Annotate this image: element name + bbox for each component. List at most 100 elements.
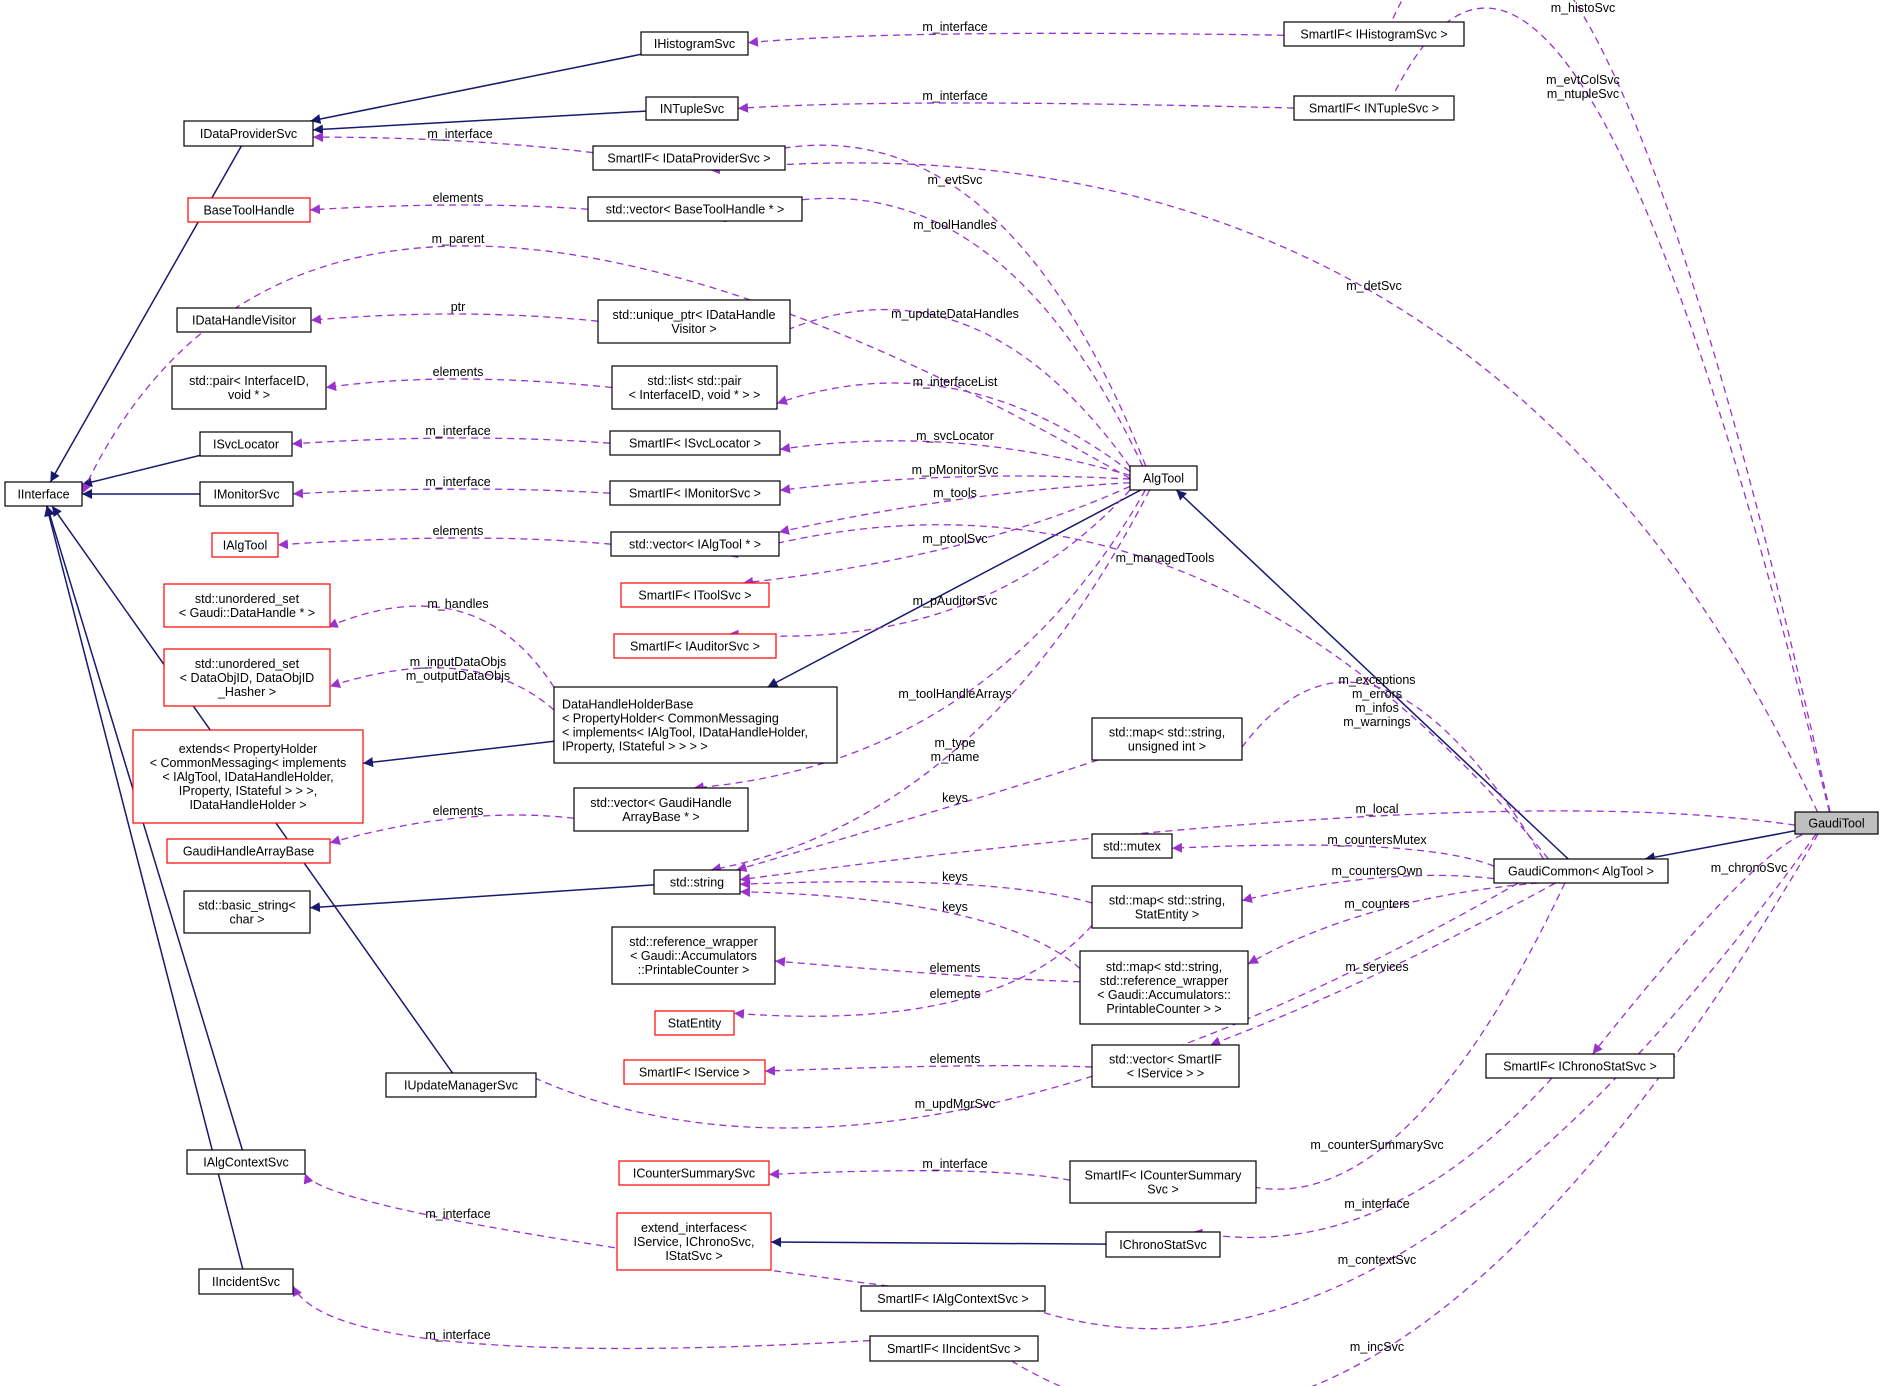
- node-label: SmartIF< IMonitorSvc >: [629, 487, 761, 501]
- node-box: [860, 1285, 1046, 1312]
- node-idatahandlevisitor[interactable]: IDataHandleVisitor: [176, 307, 312, 333]
- node-unordered-set-datahandle[interactable]: std::unordered_set< Gaudi::DataHandle * …: [163, 583, 331, 628]
- edge-label-gaudicommon-algtool-to-map-string-statentity: m_countersOwn: [1331, 864, 1422, 878]
- node-box: [132, 729, 364, 824]
- node-gauditool[interactable]: GaudiTool: [1794, 811, 1879, 835]
- node-basic-string[interactable]: std::basic_string<char >: [183, 890, 311, 934]
- node-iincidentsvc[interactable]: IIncidentSvc: [198, 1268, 294, 1295]
- usage-edge-algtool-to-vector-basetoolhandle: [715, 197, 1144, 467]
- node-label: INTupleSvc: [660, 102, 724, 116]
- node-gaudihandlearraybase[interactable]: GaudiHandleArrayBase: [166, 838, 331, 864]
- edge-label-gaudicommon-algtool-to-vector-ialgtool: m_managedTools: [1116, 551, 1215, 565]
- edge-label-gaudicommon-algtool-to-smartif-icountersummarysvc: m_counterSummarySvc: [1310, 1138, 1443, 1152]
- usage-edge-gauditool-to-smartif-intuplesvc: [1381, 7, 1831, 813]
- node-map-string-statentity[interactable]: std::map< std::string,StatEntity >: [1091, 885, 1243, 929]
- node-box: [654, 1010, 735, 1036]
- node-idataprovidersvc[interactable]: IDataProviderSvc: [183, 120, 314, 147]
- node-box: [199, 481, 294, 507]
- node-algtool[interactable]: AlgTool: [1129, 465, 1198, 491]
- inheritance-edge-std-string-to-basic-string: [309, 884, 655, 913]
- edge-label-datahandleholderbase-to-unordered-set-datahandle: m_handles: [427, 597, 488, 611]
- node-box: [553, 686, 838, 764]
- node-label: GaudiCommon< AlgTool >: [1508, 865, 1654, 879]
- node-smartif-ichronostatsvc[interactable]: SmartIF< IChronoStatSvc >: [1485, 1053, 1675, 1079]
- node-imonitorsvc[interactable]: IMonitorSvc: [199, 481, 294, 507]
- edge-label-smartif-imonitorsvc-to-imonitorsvc: m_interface: [425, 475, 490, 489]
- node-gaudicommon-algtool[interactable]: GaudiCommon< AlgTool >: [1493, 858, 1669, 884]
- node-label: SmartIF< INTupleSvc >: [1309, 102, 1439, 116]
- node-smartif-intuplesvc[interactable]: SmartIF< INTupleSvc >: [1293, 95, 1455, 121]
- node-unordered-set-dataobjid[interactable]: std::unordered_set< DataObjID, DataObjID…: [163, 648, 331, 707]
- node-ichronostatsvc[interactable]: IChronoStatSvc: [1105, 1231, 1221, 1258]
- node-vector-basetoolhandle[interactable]: std::vector< BaseToolHandle * >: [587, 196, 803, 222]
- node-ihistogramsvc[interactable]: IHistogramSvc: [640, 31, 749, 56]
- node-box: [1091, 717, 1243, 761]
- node-smartif-ialgcontextsvc[interactable]: SmartIF< IAlgContextSvc >: [860, 1285, 1046, 1312]
- edge-labels-layer: m_interfacem_interfacem_interfaceelement…: [406, 1, 1787, 1354]
- usage-edge-gauditool-to-smartif-iincidentsvc: [974, 833, 1819, 1386]
- node-intuplesvc[interactable]: INTupleSvc: [645, 96, 739, 121]
- node-iupdatemanagersvc[interactable]: IUpdateManagerSvc: [385, 1072, 537, 1098]
- node-std-string[interactable]: std::string: [653, 869, 741, 895]
- usage-edge-algtool-to-iinterface: [81, 245, 1131, 494]
- node-smartif-iauditorsvc[interactable]: SmartIF< IAuditorSvc >: [613, 633, 777, 659]
- usage-edge-smartif-icountersummarysvc-to-icountersummarysvc: [768, 1169, 1071, 1181]
- node-std-mutex[interactable]: std::mutex: [1091, 833, 1173, 859]
- node-statentity[interactable]: StatEntity: [654, 1010, 735, 1036]
- node-map-string-uint[interactable]: std::map< std::string,unsigned int >: [1091, 717, 1243, 761]
- node-label: extend_interfaces<IService, IChronoSvc,I…: [634, 1221, 755, 1263]
- node-smartif-imonitorsvc[interactable]: SmartIF< IMonitorSvc >: [609, 480, 781, 506]
- node-box: [211, 532, 279, 558]
- inheritance-edge-intuplesvc-to-idataprovidersvc: [312, 110, 647, 135]
- node-label: std::map< std::string,std::reference_wra…: [1097, 960, 1231, 1016]
- node-map-string-refwrapper[interactable]: std::map< std::string,std::reference_wra…: [1079, 950, 1249, 1025]
- node-vector-ialgtool[interactable]: std::vector< IAlgTool * >: [610, 531, 780, 557]
- node-extend-interfaces[interactable]: extend_interfaces<IService, IChronoSvc,I…: [616, 1212, 772, 1271]
- node-box: [1091, 885, 1243, 929]
- edge-label-smartif-ihistogramsvc-to-ihistogramsvc: m_interface: [922, 20, 987, 34]
- node-icountersummarysvc[interactable]: ICounterSummarySvc: [618, 1160, 770, 1186]
- usage-edge-map-string-statentity-to-statentity: [733, 924, 1093, 1020]
- node-iinterface[interactable]: IInterface: [4, 481, 83, 507]
- usage-edge-algtool-to-vector-gaudihandlearraybase: [693, 489, 1146, 793]
- node-box: [199, 431, 293, 457]
- node-extends-propertyholder[interactable]: extends< PropertyHolder< CommonMessaging…: [132, 729, 364, 824]
- node-smartif-ihistogramsvc[interactable]: SmartIF< IHistogramSvc >: [1283, 21, 1465, 47]
- node-smartif-iincidentsvc[interactable]: SmartIF< IIncidentSvc >: [869, 1335, 1039, 1362]
- node-label: std::unordered_set< DataObjID, DataObjID…: [180, 657, 314, 699]
- usage-edge-datahandleholderbase-to-unordered-set-dataobjid: [329, 667, 555, 711]
- node-ialgcontextsvc[interactable]: IAlgContextSvc: [186, 1149, 306, 1175]
- node-isvclocator[interactable]: ISvcLocator: [199, 431, 293, 457]
- node-datahandleholderbase[interactable]: DataHandleHolderBase< PropertyHolder< Co…: [553, 686, 838, 764]
- node-smartif-iservice[interactable]: SmartIF< IService >: [623, 1059, 766, 1085]
- node-label: std::string: [670, 876, 724, 890]
- node-label: SmartIF< IService >: [639, 1066, 750, 1080]
- node-vector-smartif-iservice[interactable]: std::vector< SmartIF< IService > >: [1091, 1044, 1240, 1088]
- edges-layer: [44, 0, 1831, 1386]
- node-basetoolhandle[interactable]: BaseToolHandle: [187, 197, 311, 223]
- usage-edge-smartif-ichronostatsvc-to-ichronostatsvc: [1192, 1077, 1553, 1239]
- usage-edge-vector-ialgtool-to-ialgtool: [277, 537, 612, 550]
- node-reference-wrapper[interactable]: std::reference_wrapper< Gaudi::Accumulat…: [611, 926, 776, 985]
- node-label: IHistogramSvc: [654, 37, 735, 51]
- node-smartif-idataprovidersvc[interactable]: SmartIF< IDataProviderSvc >: [592, 145, 786, 171]
- edge-label-algtool-to-vector-basetoolhandle: m_toolHandles: [913, 218, 996, 232]
- node-ialgtool[interactable]: IAlgTool: [211, 532, 279, 558]
- node-std-pair[interactable]: std::pair< InterfaceID,void * >: [171, 365, 327, 410]
- node-box: [385, 1072, 537, 1098]
- node-box: [163, 648, 331, 707]
- usage-edge-smartif-isvclocator-to-isvclocator: [291, 437, 611, 449]
- node-box: [1129, 465, 1198, 491]
- node-box: [1293, 95, 1455, 121]
- node-std-list[interactable]: std::list< std::pair< InterfaceID, void …: [611, 365, 778, 410]
- usage-edge-smartif-intuplesvc-to-intuplesvc: [737, 102, 1295, 113]
- node-smartif-isvclocator[interactable]: SmartIF< ISvcLocator >: [609, 430, 781, 456]
- node-box: [618, 1160, 770, 1186]
- node-smartif-itoolsvc[interactable]: SmartIF< IToolSvc >: [620, 582, 770, 608]
- edge-label-algtool-to-smartif-imonitorsvc: m_pMonitorSvc: [912, 463, 999, 477]
